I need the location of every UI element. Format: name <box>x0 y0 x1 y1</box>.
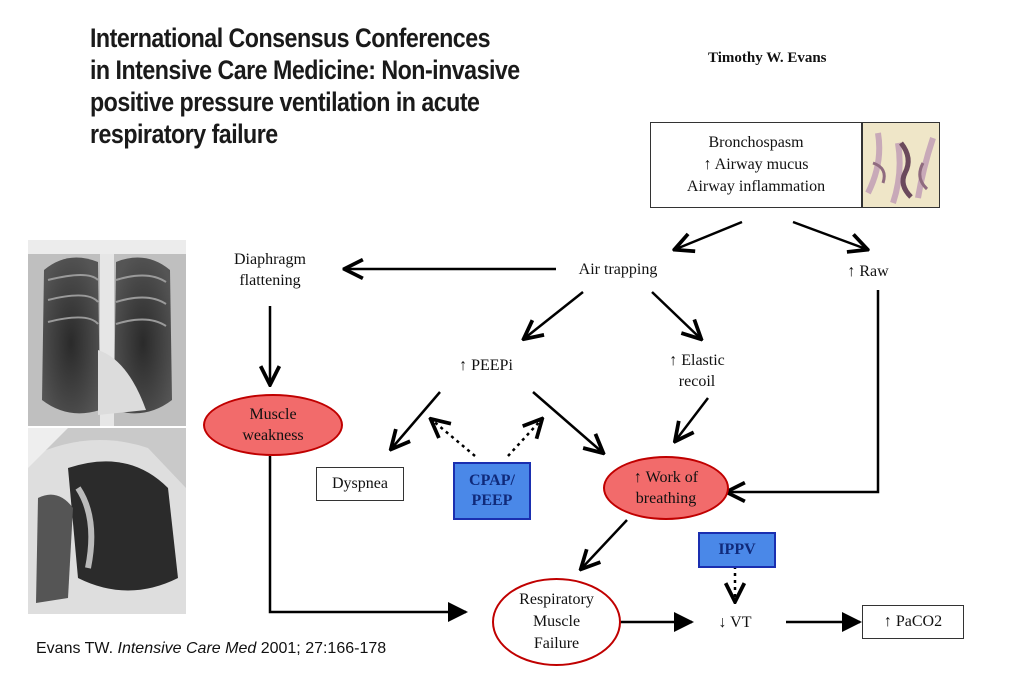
ippv-box: IPPV <box>698 532 776 568</box>
raw-label: ↑ Raw <box>847 263 889 280</box>
recoil-line: recoil <box>678 373 716 390</box>
peep-line: PEEP <box>471 492 513 509</box>
title-line: respiratory failure <box>90 119 278 149</box>
dyspnea-box: Dyspnea <box>316 467 404 501</box>
cpap-peep-box: CPAP/ PEEP <box>453 462 531 520</box>
citation: Evans TW. Intensive Care Med 2001; 27:16… <box>36 640 386 658</box>
chest-xray-image-hyperinflated <box>28 428 186 614</box>
title-line: International Consensus Conferences <box>90 23 491 53</box>
citation-author: Evans TW. <box>36 640 114 657</box>
air-trapping-label: Air trapping <box>578 261 658 278</box>
paco2-box: ↑ PaCO2 <box>862 605 964 639</box>
bronchospasm-label: Bronchospasm <box>708 134 804 151</box>
diaphragm-line: Diaphragm <box>234 251 306 268</box>
page-title: International Consensus Conferences in I… <box>90 22 572 150</box>
muscle-failure-line: Muscle <box>532 613 581 630</box>
citation-journal: Intensive Care Med <box>117 640 257 657</box>
author-name: Timothy W. Evans <box>708 50 827 66</box>
chest-xray-image-normal <box>28 240 186 426</box>
failure-line: Failure <box>533 635 580 652</box>
vt-label: ↓ VT <box>718 614 752 631</box>
elastic-recoil-label: ↑ Elastic recoil <box>652 350 742 392</box>
histology-image <box>862 122 940 208</box>
diaphragm-flattening-label: Diaphragm flattening <box>210 249 330 291</box>
breathing-line: breathing <box>635 490 697 507</box>
citation-details: 2001; 27:166-178 <box>260 640 387 657</box>
cpap-line: CPAP/ <box>469 472 515 489</box>
title-line: positive pressure ventilation in acute <box>90 87 480 117</box>
muscle-line: Muscle <box>249 406 297 423</box>
elastic-line: ↑ Elastic <box>669 352 725 369</box>
causes-box: Bronchospasm ↑ Airway mucus Airway infla… <box>650 122 862 208</box>
title-line: in Intensive Care Medicine: Non-invasive <box>90 55 520 85</box>
muscle-weakness-node: Muscle weakness <box>203 394 343 456</box>
weakness-line: weakness <box>242 427 304 444</box>
respiratory-muscle-failure-node: Respiratory Muscle Failure <box>492 578 621 666</box>
airway-mucus-label: ↑ Airway mucus <box>703 156 809 173</box>
work-line: ↑ Work of <box>633 469 699 486</box>
airway-inflammation-label: Airway inflammation <box>686 178 826 195</box>
peepi-label: ↑ PEEPi <box>459 357 513 374</box>
flattening-line: flattening <box>239 272 301 289</box>
respiratory-line: Respiratory <box>519 591 594 608</box>
work-of-breathing-node: ↑ Work of breathing <box>603 456 729 520</box>
